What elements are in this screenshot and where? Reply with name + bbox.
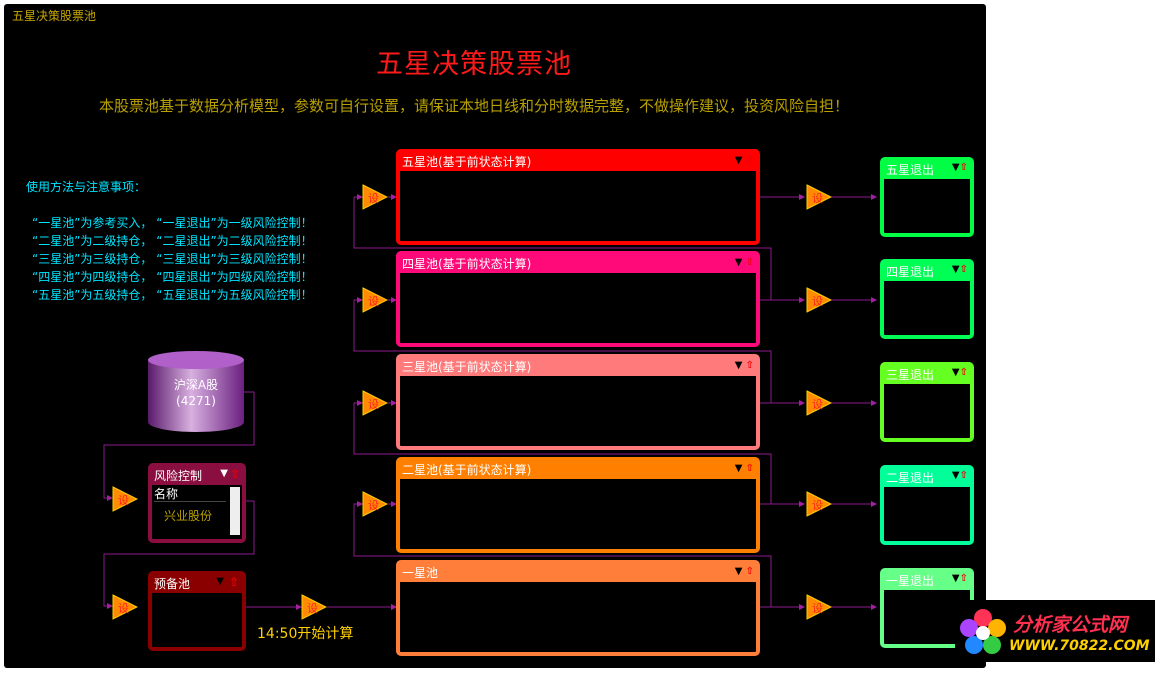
up-arrow-icon[interactable]: ⇧ <box>228 575 239 589</box>
pool-title: 二星池(基于前状态计算) <box>400 461 756 479</box>
up-arrow-icon[interactable]: ⇧ <box>959 470 968 481</box>
set-label: 设 <box>368 499 379 512</box>
up-arrow-icon[interactable]: ⇧ <box>959 264 968 275</box>
set-label: 设 <box>812 398 823 411</box>
two-star-pool[interactable]: 二星池(基于前状态计算) ▼ ⇧ <box>396 457 760 553</box>
risk-control-box[interactable]: 风险控制 ▼ ⇧ 名称 兴业股份 <box>148 463 246 543</box>
up-arrow-icon[interactable]: ⇧ <box>745 257 754 268</box>
set-triangle-icon[interactable] <box>806 287 832 313</box>
exit-title: 三星退出 <box>884 366 970 384</box>
page-title: 五星决策股票池 <box>376 49 572 80</box>
set-label: 设 <box>118 494 129 507</box>
dropdown-icon[interactable]: ▼ <box>220 468 228 479</box>
set-triangle-icon[interactable] <box>806 184 832 210</box>
pool-title: 一星池 <box>400 564 756 582</box>
prep-pool-title: 预备池 <box>152 575 242 593</box>
site-logo: 分析家公式网 WWW.70822.COM <box>955 600 1155 662</box>
up-arrow-icon[interactable]: ⇧ <box>745 566 754 577</box>
up-arrow-icon[interactable]: ⇧ <box>745 463 754 474</box>
flower-logo-icon <box>960 609 1006 654</box>
set-label: 设 <box>812 295 823 308</box>
set-triangle-icon[interactable] <box>112 594 138 620</box>
four-star-pool[interactable]: 四星池(基于前状态计算) ▼ ⇧ <box>396 251 760 347</box>
dropdown-icon[interactable]: ▼ <box>951 573 960 584</box>
five-star-pool[interactable]: 五星池(基于前状态计算) ▼ ⇧ <box>396 149 760 245</box>
notes-title: 使用方法与注意事项： <box>26 180 147 194</box>
set-triangle-icon[interactable] <box>362 184 388 210</box>
three-star-exit[interactable]: 三星退出 ▼⇧ <box>880 362 974 442</box>
set-triangle-icon[interactable] <box>806 594 832 620</box>
note-line: “二星池”为二级持仓， “二星退出”为二级风险控制！ <box>32 234 313 248</box>
note-line: “三星池”为三级持仓， “三星退出”为三级风险控制！ <box>32 252 313 266</box>
set-triangle-icon[interactable] <box>806 390 832 416</box>
one-star-pool[interactable]: 一星池 ▼ ⇧ <box>396 560 760 656</box>
set-label: 设 <box>812 192 823 205</box>
pool-title: 五星池(基于前状态计算) <box>400 153 756 171</box>
dropdown-icon[interactable]: ▼ <box>734 463 743 474</box>
database-cylinder[interactable] <box>146 350 246 434</box>
set-triangle-icon[interactable] <box>112 486 138 512</box>
set-label: 设 <box>812 602 823 615</box>
set-label: 设 <box>368 295 379 308</box>
scrollbar[interactable] <box>230 487 240 535</box>
note-line: “四星池”为四级持仓， “四星退出”为四级风险控制！ <box>32 270 313 284</box>
calc-time-label: 14:50开始计算 <box>257 626 354 642</box>
decision-app-window: 五星决策股票池 五星决策股票池 本股票池基于数据分析模型，参数可自行设置，请保证… <box>4 4 986 668</box>
set-triangle-icon[interactable] <box>301 594 327 620</box>
two-star-exit[interactable]: 二星退出 ▼⇧ <box>880 465 974 545</box>
set-triangle-icon[interactable] <box>362 390 388 416</box>
set-label: 设 <box>118 602 129 615</box>
set-triangle-icon[interactable] <box>806 491 832 517</box>
note-line: “五星池”为五级持仓， “五星退出”为五级风险控制！ <box>32 288 313 302</box>
logo-url: WWW.70822.COM <box>1009 638 1150 654</box>
up-arrow-icon[interactable]: ⇧ <box>959 573 968 584</box>
four-star-exit[interactable]: 四星退出 ▼⇧ <box>880 259 974 339</box>
dropdown-icon[interactable]: ▼ <box>951 264 960 275</box>
dropdown-icon[interactable]: ▼ <box>734 257 743 268</box>
column-header: 名称 <box>154 487 226 502</box>
up-arrow-icon[interactable]: ⇧ <box>959 162 968 173</box>
dropdown-icon[interactable]: ▼ <box>951 162 960 173</box>
pool-title: 三星池(基于前状态计算) <box>400 358 756 376</box>
exit-title: 五星退出 <box>884 161 970 179</box>
dropdown-icon[interactable]: ▼ <box>734 155 743 166</box>
up-arrow-icon[interactable]: ⇧ <box>229 467 240 481</box>
three-star-pool[interactable]: 三星池(基于前状态计算) ▼ ⇧ <box>396 354 760 450</box>
five-star-exit[interactable]: 五星退出 ▼⇧ <box>880 157 974 237</box>
dropdown-icon[interactable]: ▼ <box>734 566 743 577</box>
exit-title: 一星退出 <box>884 572 970 590</box>
database-name: 沪深A股 <box>173 378 219 392</box>
up-arrow-icon[interactable]: ⇧ <box>745 155 754 166</box>
set-label: 设 <box>368 398 379 411</box>
flow-connectors <box>103 194 877 610</box>
dropdown-icon[interactable]: ▼ <box>216 576 224 587</box>
set-triangle-icon[interactable] <box>362 491 388 517</box>
set-label: 设 <box>812 499 823 512</box>
stock-row[interactable]: 兴业股份 <box>164 509 213 523</box>
note-line: “一星池”为参考买入， “一星退出”为一级风险控制！ <box>32 216 313 230</box>
set-triangle-icon[interactable] <box>362 287 388 313</box>
dropdown-icon[interactable]: ▼ <box>951 367 960 378</box>
exit-title: 四星退出 <box>884 263 970 281</box>
dropdown-icon[interactable]: ▼ <box>734 360 743 371</box>
pool-title: 四星池(基于前状态计算) <box>400 255 756 273</box>
page-subtitle: 本股票池基于数据分析模型，参数可自行设置，请保证本地日线和分时数据完整，不做操作… <box>98 97 849 115</box>
risk-control-title: 风险控制 <box>152 467 242 485</box>
exit-title: 二星退出 <box>884 469 970 487</box>
dropdown-icon[interactable]: ▼ <box>951 470 960 481</box>
logo-name: 分析家公式网 <box>1013 614 1128 636</box>
set-label: 设 <box>307 602 318 615</box>
up-arrow-icon[interactable]: ⇧ <box>745 360 754 371</box>
database-count: (4271) <box>176 394 216 408</box>
set-label: 设 <box>368 192 379 205</box>
up-arrow-icon[interactable]: ⇧ <box>959 367 968 378</box>
prep-pool-box[interactable]: 预备池 ▼ ⇧ <box>148 571 246 651</box>
window-title: 五星决策股票池 <box>12 9 97 23</box>
